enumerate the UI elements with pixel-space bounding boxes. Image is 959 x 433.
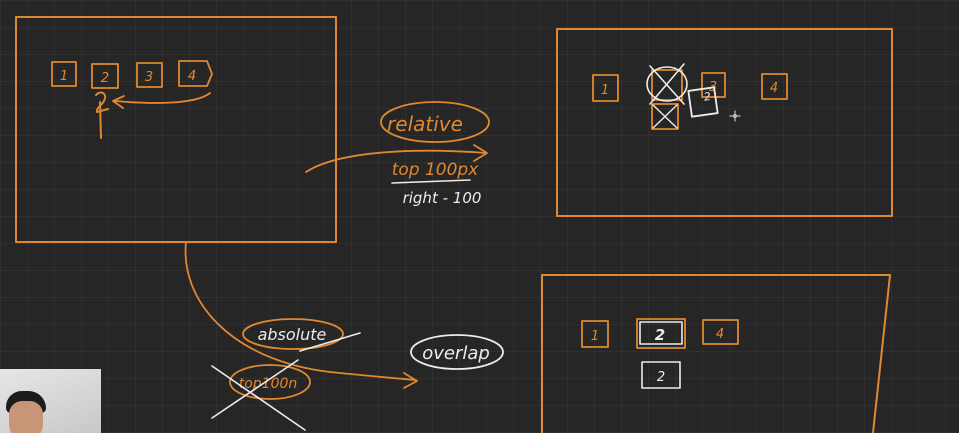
tl-scribble-2 <box>95 91 109 139</box>
move-cursor-icon <box>729 110 741 122</box>
tr-box-2-moved: 2 <box>687 86 719 118</box>
relative-arrow <box>305 144 488 173</box>
tr-box-2-original <box>651 69 683 101</box>
tl-box-1 <box>51 61 77 87</box>
br-box-4-label: 4 <box>716 327 724 342</box>
tr-box-2-circle <box>646 66 688 102</box>
tl-box-4 <box>178 60 213 87</box>
absolute-label: absolute <box>258 325 327 344</box>
tr-box-4-label: 4 <box>770 81 778 96</box>
tr-box-2-cross <box>649 63 685 105</box>
br-box-2 <box>636 318 686 349</box>
tr-box-4 <box>761 73 788 100</box>
panel-top-right: 1 3 2 4 <box>556 28 893 217</box>
top100-cross <box>211 359 306 431</box>
presenter-face <box>9 401 43 433</box>
br-box-1-label: 1 <box>591 329 599 344</box>
overlap-label: overlap <box>422 343 490 364</box>
top100-label: top100n <box>239 376 298 392</box>
overlap-circle <box>410 334 504 370</box>
tl-box-1-label: 1 <box>60 69 68 84</box>
relative-circle <box>380 101 490 143</box>
panel-top-right-frame <box>556 28 893 217</box>
relative-label: relative <box>387 112 463 136</box>
absolute-annotation: absolute top100n overlap <box>184 241 504 431</box>
top-100px-underline <box>391 179 471 184</box>
absolute-curve <box>184 241 418 389</box>
br-overlap-box <box>641 361 681 389</box>
presenter-webcam <box>0 369 101 433</box>
panel-bottom-right-frame <box>541 274 891 433</box>
tl-box-3-label: 3 <box>145 70 153 85</box>
br-overlap-box-label: 2 <box>657 370 665 385</box>
panel-top-left-frame <box>15 16 337 243</box>
tl-move-arrow <box>112 92 211 109</box>
br-box-1 <box>581 320 609 348</box>
top-100px-label: top 100px <box>392 160 480 180</box>
br-box-2-overlay <box>639 321 683 345</box>
tl-box-4-label: 4 <box>188 69 196 84</box>
absolute-circle <box>242 318 344 350</box>
top100-circle <box>229 364 311 400</box>
tr-box-2-lower-cross <box>652 104 678 129</box>
tr-box-1-label: 1 <box>601 83 609 98</box>
tr-box-2-moved-label: 2 <box>703 90 712 104</box>
tr-box-2-lower <box>651 103 679 130</box>
br-box-2-label: 2 <box>655 326 665 344</box>
absolute-strike <box>299 332 361 352</box>
panel-bottom-right: 1 2 4 2 <box>541 274 891 433</box>
tl-box-2 <box>91 63 119 89</box>
tr-box-3 <box>701 72 726 98</box>
relative-annotation: relative top 100px right - 100 <box>305 101 490 207</box>
tl-box-2-label: 2 <box>101 71 109 86</box>
tr-box-1 <box>592 74 619 102</box>
tl-box-3 <box>136 62 163 88</box>
panel-top-left: 1 2 3 4 <box>15 16 337 243</box>
br-box-4 <box>702 319 739 345</box>
right-100-label: right - 100 <box>403 189 482 207</box>
